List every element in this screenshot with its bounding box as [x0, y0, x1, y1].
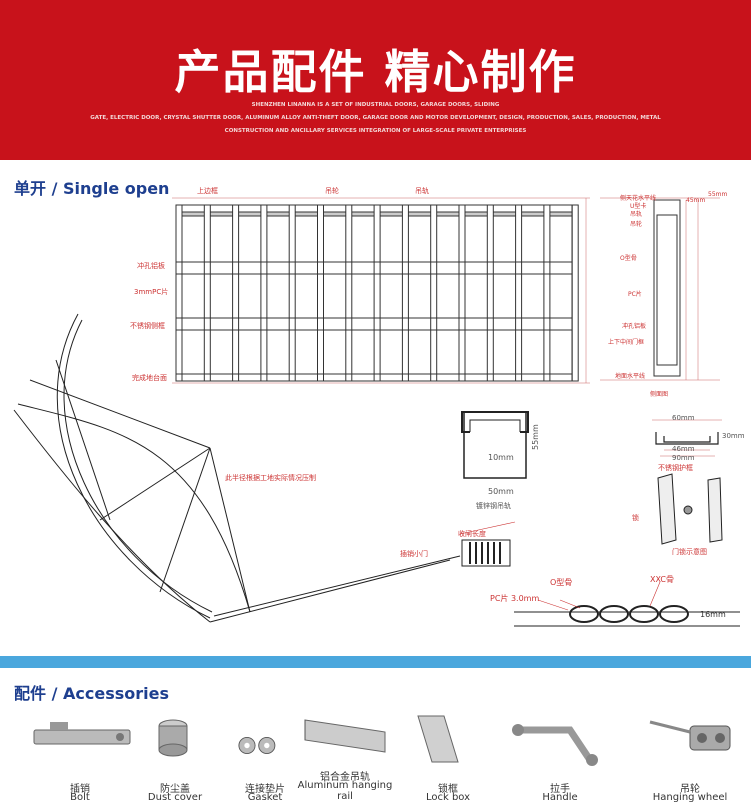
single-open-title: 单开 / Single open — [14, 179, 170, 198]
door-column — [486, 204, 494, 382]
rail-dim-10: 10mm — [488, 453, 514, 462]
dust-cover-icon — [125, 712, 225, 770]
bolt-icon — [25, 712, 135, 770]
accessory-name-cn: 铝合金吊轨 — [320, 772, 370, 783]
rail-caption: 镀锌钢吊轨 — [476, 501, 511, 510]
accessory-name-cn: 吊轮 — [680, 784, 700, 795]
door-column — [260, 204, 268, 382]
page-title: 产品配件 精心制作 — [174, 45, 577, 99]
label-u-card: U型卡 — [630, 202, 646, 210]
door-column — [515, 204, 523, 382]
label-side-top: 侧天花水平线 — [620, 194, 656, 202]
accessory-name-cn: 拉手 — [550, 784, 570, 795]
label-hanging-rail: 吊轨 — [415, 186, 429, 195]
door-column — [232, 204, 240, 382]
guard-dim-60: 60mm — [672, 414, 695, 422]
label-o-bone: O型骨 — [620, 254, 637, 262]
label-side-view: 侧面图 — [650, 390, 668, 398]
rail-section — [461, 411, 529, 479]
side-view — [600, 197, 720, 381]
dim-16mm: 16mm — [700, 610, 726, 619]
label-open-length: 收闸长度 — [458, 529, 486, 538]
rail-icon — [290, 712, 400, 770]
accessory-name-en: Handle — [542, 792, 578, 803]
guard-frame-section — [652, 419, 722, 457]
banner-subtitle-1: SHENZHEN LINANNA IS A SET OF INDUSTRIAL … — [251, 102, 500, 108]
door-lock-caption: 门锁示意图 — [672, 547, 707, 556]
accessory-name-cn: 插销 — [70, 784, 90, 795]
radius-note: 此半径根据工地实际情况压制 — [225, 473, 316, 482]
label-pc-sheet: 3mmPC片 — [134, 287, 168, 296]
dim-55mm: 55mm — [708, 191, 727, 198]
door-column — [401, 204, 409, 382]
lock-box-icon — [398, 712, 498, 770]
label-lock: 锁 — [632, 513, 639, 522]
banner-subtitle-3: CONSTRUCTION AND ANCILLARY SERVICES INTE… — [224, 128, 527, 134]
door-column — [571, 204, 579, 382]
label-middle-frame: 上下中间门框 — [608, 338, 644, 346]
guard-dim-30: 30mm — [722, 432, 745, 440]
label-top-frame: 上边框 — [197, 186, 218, 195]
door-column — [175, 204, 183, 382]
accessory-name-cn: 防尘盖 — [160, 784, 190, 795]
door-column — [458, 204, 466, 382]
door-column — [288, 204, 296, 382]
label-latch: 插销小门 — [400, 549, 428, 558]
label-punched-aluminium: 冲孔铝板 — [622, 322, 646, 330]
label-hanging-wheel: 吊轮 — [325, 186, 339, 195]
door-column — [430, 204, 438, 382]
guard-label: 不锈钢护框 — [658, 463, 693, 472]
label-pc-3mm: PC片 3.0mm — [490, 593, 539, 603]
door-column — [373, 204, 381, 382]
gasket-icon — [220, 712, 310, 770]
accessory-name-en: Lock box — [425, 792, 471, 803]
door-column — [317, 204, 324, 382]
header-banner: 产品配件 精心制作 SHENZHEN LINANNA IS A SET OF I… — [0, 0, 751, 160]
label-bottom-frame: 完成地台面 — [132, 373, 167, 382]
accessories-title: 配件 / Accessories — [14, 684, 169, 703]
accessory-name-en: Gasket — [247, 792, 283, 803]
label-pc-piece: PC片 — [628, 290, 642, 298]
door-lock-diagram — [657, 473, 723, 545]
guard-dim-90: 90mm — [672, 454, 695, 462]
guard-dim-46: 46mm — [672, 445, 695, 453]
accessory-name-cn: 锁框 — [438, 784, 458, 795]
door-elevation — [172, 197, 590, 384]
rail-dim-50: 50mm — [488, 487, 514, 496]
dim-45mm: 45mm — [686, 197, 705, 204]
label-ground-line: 地面水平线 — [615, 372, 645, 380]
label-xxc-type: XXC骨 — [650, 575, 674, 584]
door-column — [543, 204, 551, 382]
accessory-name-en: Hanging wheel — [652, 792, 728, 803]
label-o-type: O型骨 — [550, 578, 572, 587]
banner-subtitle-2: GATE, ELECTRIC DOOR, CRYSTAL SHUTTER DOO… — [90, 115, 661, 121]
door-column — [345, 204, 353, 382]
label-stainless-frame: 不锈钢侧框 — [130, 321, 165, 330]
wheel-icon — [625, 712, 751, 770]
accessory-name-cn: 连接垫片 — [245, 784, 285, 795]
section-divider — [0, 656, 751, 668]
handle-icon — [510, 712, 610, 770]
label-wheel: 吊轮 — [630, 220, 642, 228]
accessory-name-en: Bolt — [70, 792, 90, 803]
rail-dim-55: 55mm — [531, 424, 540, 450]
accessory-name-en: Dust cover — [147, 792, 203, 803]
label-punched-panel: 冲孔铝板 — [137, 261, 165, 270]
chain-profile — [514, 581, 740, 627]
single-open-drawing: 上边框 吊轮 吊轨 冲孔铝板 3mmPC片 不锈钢侧框 完成地台面 侧天花水平线… — [13, 186, 745, 627]
curved-plan — [13, 313, 516, 623]
door-column — [203, 204, 211, 382]
label-rail: 吊轨 — [630, 210, 642, 218]
accessory-name-en: Aluminum hanging rail — [297, 780, 393, 802]
